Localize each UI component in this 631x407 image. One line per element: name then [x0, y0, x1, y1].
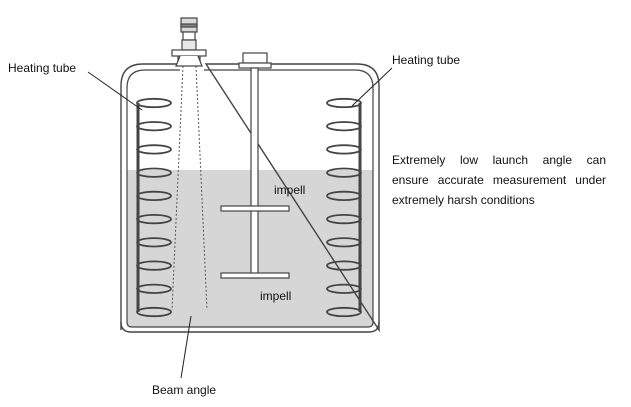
impeller-lower-label: impell [260, 289, 292, 303]
leader-heating-right [351, 67, 393, 107]
sensor-flange [171, 49, 207, 57]
heating-coil-turn [136, 306, 172, 318]
heating-coil-left [136, 97, 172, 318]
heating-coil-turn [326, 306, 362, 318]
heating-tube-right-label: Heating tube [392, 53, 461, 67]
heating-coil-turn [136, 260, 172, 271]
impeller-upper-label: impell [274, 183, 306, 197]
heating-coil-turn [326, 260, 362, 271]
leader-lines [87, 67, 393, 379]
heating-coil-turn [136, 167, 172, 178]
heating-coil-turn [136, 237, 172, 248]
heating-coil-turn [136, 121, 172, 132]
agitator [220, 52, 290, 279]
liquid-fill [127, 170, 373, 327]
agitator-mount [238, 62, 272, 69]
heating-coil-turn [136, 214, 172, 225]
description-line-2: ensure accurate measurement under [392, 173, 606, 187]
beam-angle-label: Beam angle [152, 383, 217, 397]
agitator-motor [242, 52, 268, 64]
heating-tube-left-label: Heating tube [8, 61, 77, 75]
heating-coil-turn [136, 144, 172, 155]
leader-heating-left [87, 71, 143, 111]
tank-inner-wall [126, 69, 374, 328]
radar-beam [171, 65, 208, 311]
heating-coil-turn [136, 97, 172, 109]
heating-coil-turn [326, 121, 362, 132]
heating-coil-turn [136, 283, 172, 294]
heating-coil-turn [326, 237, 362, 248]
sensor-horn [175, 55, 203, 67]
radar-sensor [171, 17, 207, 67]
heating-coil-turn [326, 97, 362, 109]
heating-coil-turn [326, 144, 362, 155]
heating-coil-turn [326, 167, 362, 178]
heating-coil-turn [326, 283, 362, 294]
impeller-blade-upper [220, 205, 290, 212]
description-line-3: extremely harsh conditions [392, 193, 535, 207]
heating-coil-turn [326, 190, 362, 201]
sensor-body [181, 39, 197, 51]
description-line-1: Extremely low launch angle can [392, 153, 606, 167]
agitator-shaft [250, 67, 259, 279]
sensor-head-band [180, 23, 198, 28]
tank-outer-wall [120, 63, 380, 333]
sensor-neck [182, 31, 196, 41]
leader-beam-angle [180, 315, 192, 379]
heating-coil-turn [136, 190, 172, 201]
tank-outer-bottom [120, 321, 380, 333]
heating-coil-turn [326, 214, 362, 225]
description-text: Extremely low launch angle can ensure ac… [392, 150, 606, 210]
heating-coil-right [326, 97, 362, 318]
impeller-blade-lower [220, 272, 290, 279]
